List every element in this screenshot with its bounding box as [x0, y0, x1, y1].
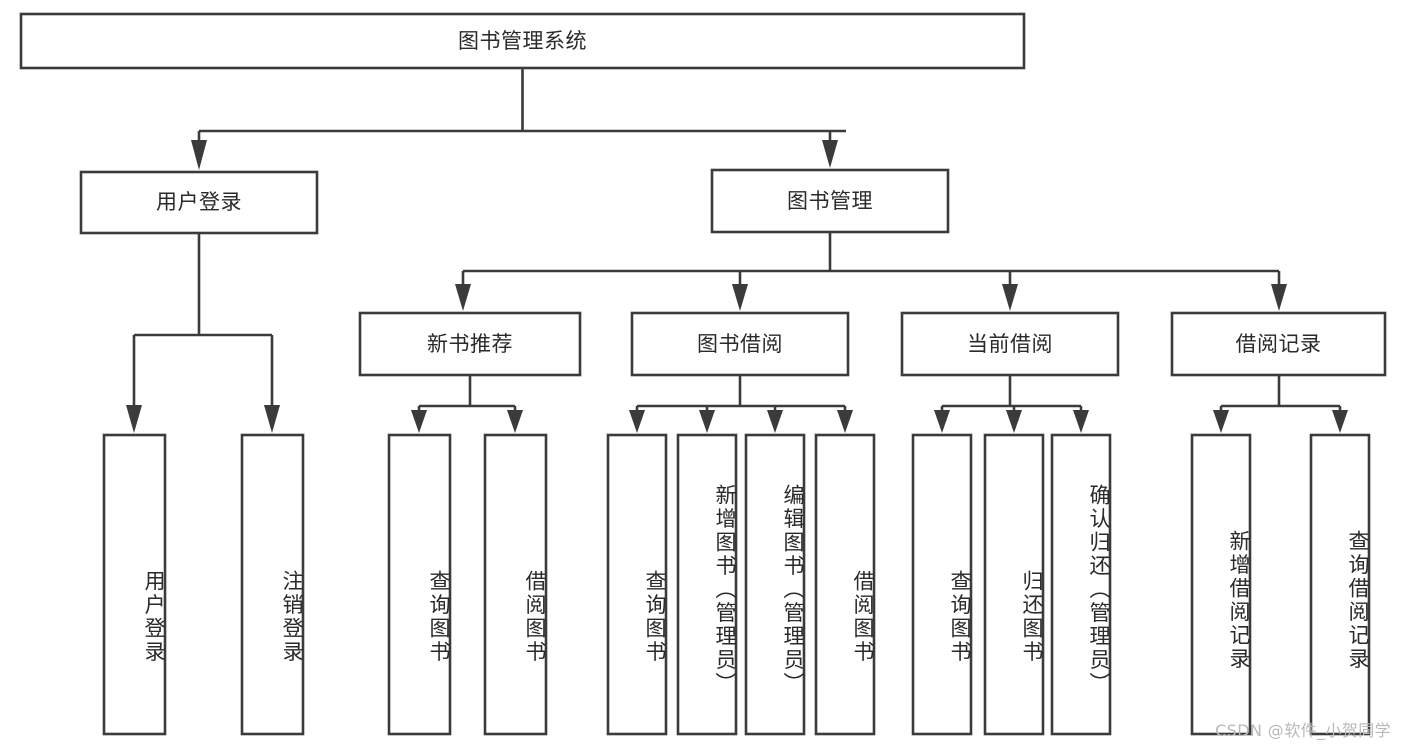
arrow-head-borrow-record: [1271, 284, 1287, 311]
node-box-borrow-record[interactable]: [1170, 311, 1387, 377]
arrow-head-leaf-add-record: [1213, 410, 1229, 433]
arrow-head-leaf-query-book-3: [934, 410, 950, 433]
node-box-leaf-edit-book[interactable]: [744, 433, 806, 736]
arrow-head-book-borrow: [732, 284, 748, 311]
node-box-root[interactable]: [19, 12, 1026, 70]
node-box-leaf-borrow-book-2[interactable]: [814, 433, 876, 736]
node-box-book-borrow[interactable]: [630, 311, 850, 377]
arrow-head-leaf-return-book: [1006, 410, 1022, 433]
node-box-leaf-return-book[interactable]: [983, 433, 1045, 736]
node-box-book-manage[interactable]: [710, 168, 950, 234]
node-box-leaf-confirm-return[interactable]: [1050, 433, 1112, 736]
arrow-head-leaf-query-book-2: [629, 410, 645, 433]
node-box-leaf-query-book-3[interactable]: [911, 433, 973, 736]
node-box-leaf-add-book[interactable]: [676, 433, 738, 736]
arrow-head-leaf-borrow-book-1: [507, 410, 523, 433]
node-box-leaf-query-record[interactable]: [1309, 433, 1371, 736]
arrow-head-leaf-query-record: [1332, 410, 1348, 433]
node-box-leaf-add-record[interactable]: [1190, 433, 1252, 736]
arrow-head-new-book-rec: [455, 284, 471, 311]
node-box-new-book-rec[interactable]: [358, 311, 582, 377]
arrow-head-user-login: [191, 140, 207, 170]
connector-lines: [126, 68, 1348, 433]
node-box-leaf-user-login[interactable]: [102, 433, 167, 736]
arrow-head-leaf-logout: [264, 405, 280, 433]
arrow-head-leaf-confirm-return: [1073, 410, 1089, 433]
node-box-leaf-query-book-1[interactable]: [387, 433, 452, 736]
arrow-head-leaf-add-book: [699, 410, 715, 433]
node-box-leaf-logout[interactable]: [240, 433, 305, 736]
arrow-head-leaf-user-login: [126, 405, 142, 433]
csdn-watermark: CSDN @软件_小贺同学: [1215, 721, 1391, 740]
arrow-head-leaf-query-book-1: [411, 410, 427, 433]
node-box-leaf-query-book-2[interactable]: [606, 433, 668, 736]
node-box-current-borrow[interactable]: [900, 311, 1120, 377]
node-boxes: [19, 12, 1387, 736]
arrow-head-leaf-edit-book: [767, 410, 783, 433]
arrow-head-book-manage: [822, 140, 838, 168]
arrow-head-leaf-borrow-book-2: [837, 410, 853, 433]
arrow-head-current-borrow: [1002, 284, 1018, 311]
node-box-leaf-borrow-book-1[interactable]: [483, 433, 548, 736]
node-box-user-login[interactable]: [79, 170, 319, 235]
